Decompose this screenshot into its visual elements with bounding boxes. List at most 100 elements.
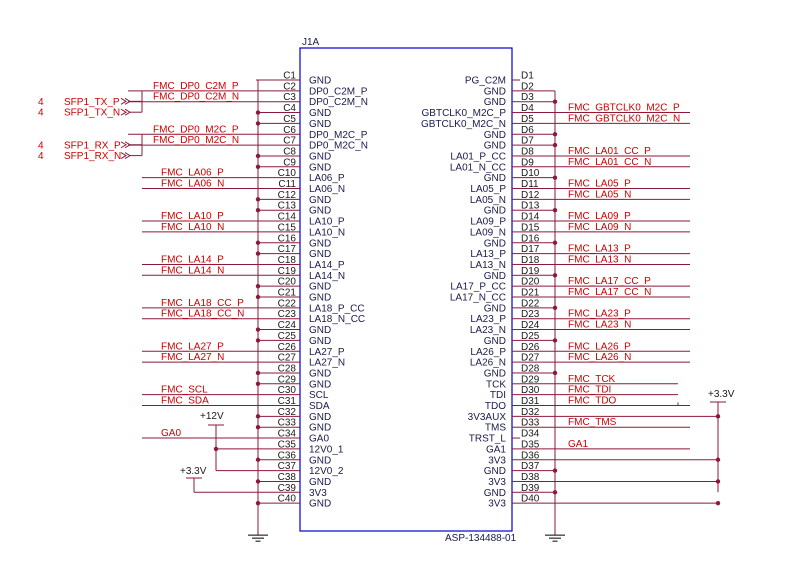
pin-number: D27	[521, 353, 540, 364]
pin-name: GND	[309, 76, 331, 87]
pin-name: LA05_P	[470, 184, 506, 195]
net-label: GA0	[161, 428, 181, 439]
pin-number: C11	[278, 179, 296, 190]
pin-number: C22	[278, 298, 297, 309]
pin-number: D36	[521, 450, 540, 461]
pin-number: C5	[283, 114, 296, 125]
pin-number: C13	[278, 201, 297, 212]
pin-name: LA26_P	[470, 347, 506, 358]
net-label: FMC_SDA	[161, 396, 209, 407]
pin-number: D40	[521, 494, 540, 505]
pin-number: D12	[521, 190, 540, 201]
pin-number: D34	[521, 429, 540, 440]
component-part: ASP-134488-01	[445, 533, 517, 544]
net-label: FMC_LA13_P	[568, 244, 631, 255]
right-pin-d34: D34 TRST_L	[469, 429, 540, 445]
pin-number: D23	[521, 309, 540, 320]
power-12v-label: +12V	[200, 411, 224, 422]
net-label: FMC_LA01_CC_P	[568, 146, 651, 157]
pin-number: D3	[521, 92, 534, 103]
pin-name: GND	[309, 499, 331, 510]
right-pin-d31: D31 TDO FMC_TDO	[485, 396, 690, 412]
net-label: FMC_GBTCLK0_M2C_N	[568, 113, 680, 124]
pin-name: 3V3	[488, 477, 506, 488]
connector-body	[299, 47, 513, 532]
power-3v3-right-label: +3.3V	[708, 389, 735, 400]
pin-number: C30	[278, 385, 297, 396]
net-label: FMC_DP0_M2C_N	[153, 135, 239, 146]
net-label: FMC_TDO	[568, 396, 617, 407]
pin-number: C6	[283, 125, 296, 136]
pin-number: C19	[278, 266, 297, 277]
net-label: FMC_DP0_C2M_P	[153, 81, 239, 92]
pin-number: C7	[283, 136, 296, 147]
pin-name: GND	[484, 130, 506, 141]
pin-name: DP0_C2M_P	[309, 86, 368, 97]
net-label: FMC_LA17_CC_N	[568, 287, 651, 298]
pin-number: C38	[278, 472, 297, 483]
power-3v3-left-label: +3.3V	[180, 466, 207, 477]
pin-number: D31	[521, 396, 540, 407]
pin-number: D10	[521, 168, 540, 179]
net-label: FMC_LA06_P	[161, 168, 224, 179]
net-label: FMC_DP0_C2M_N	[153, 92, 239, 103]
pin-name: TDO	[485, 401, 506, 412]
pin-number: C39	[278, 483, 297, 494]
pin-number: D4	[521, 103, 534, 114]
pin-name: GND	[309, 336, 331, 347]
offpage-sheet: 4	[38, 108, 44, 119]
pin-name: TRST_L	[469, 434, 507, 445]
pin-number: D35	[521, 439, 540, 450]
pin-name: LA01_N_CC	[450, 162, 506, 173]
pin-name: LA06_P	[309, 173, 345, 184]
pin-name: GND	[484, 466, 506, 477]
pin-name: TMS	[485, 423, 506, 434]
pin-number: C33	[278, 418, 297, 429]
net-label: FMC_LA09_P	[568, 211, 631, 222]
pin-number: C27	[278, 353, 297, 364]
pin-number: D19	[521, 266, 540, 277]
net-label: FMC_LA06_N	[161, 179, 224, 190]
junction-dot	[715, 414, 721, 419]
pin-number: D33	[521, 418, 540, 429]
pin-number: D21	[521, 288, 540, 299]
pin-number: C35	[278, 439, 297, 450]
pin-name: GND	[309, 162, 331, 173]
junction-dot	[715, 479, 721, 484]
pin-name: LA23_N	[470, 325, 506, 336]
